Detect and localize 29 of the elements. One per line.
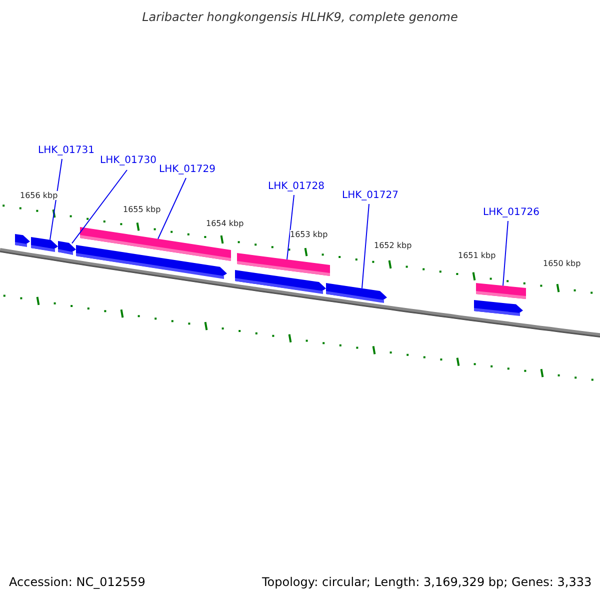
gene-feature [476,283,526,299]
leader-line [286,194,294,260]
gene-label: LHK_01730 [100,155,156,166]
scale-label: 1650 kbp [543,259,581,268]
gene-label: LHK_01727 [342,190,398,201]
scale-label: 1655 kbp [123,205,161,214]
footer-text: Accession: NC_012559 [9,575,146,589]
gene-feature [80,227,231,261]
scale-label: 1654 kbp [206,219,244,228]
gene-label: LHK_01728 [268,181,324,192]
gene-label: LHK_01731 [38,145,94,156]
gene-label: LHK_01729 [159,164,216,175]
footer-text: Topology: circular; Length: 3,169,329 bp; Genes: 3,333 [262,575,592,589]
gene-label: LHK_01726 [483,207,540,218]
leader-line [158,178,186,240]
leader-line [362,204,370,289]
gene-feature [237,253,330,276]
title: Laribacter hongkongensis HLHK9, complete genome [141,10,459,24]
cds-feature [15,234,30,247]
cds-feature [474,300,523,316]
leader-line [502,220,508,286]
cds-feature [326,283,387,303]
scale-label: 1651 kbp [458,251,496,260]
scale-label: 1652 kbp [374,241,412,250]
leader-line [50,158,62,240]
scale-label: 1656 kbp [20,191,58,200]
scale-label: 1653 kbp [290,230,328,239]
cds-feature [58,241,76,255]
leader-line [72,170,128,244]
